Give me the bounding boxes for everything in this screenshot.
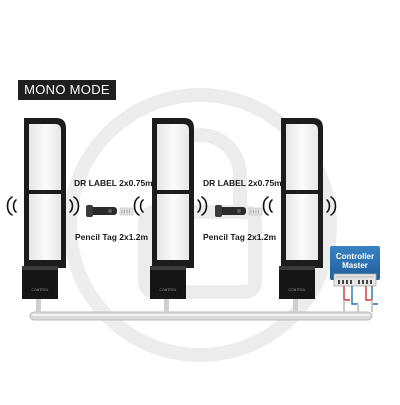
pencil-tag-text-2: Pencil Tag 2x1.2m xyxy=(203,232,277,242)
pedestal-badge-2: CONTROL xyxy=(159,288,176,292)
pencil-tag-icon xyxy=(215,205,246,217)
antenna-pedestal-2: CONTROL xyxy=(150,118,194,313)
floor-cable xyxy=(29,311,373,321)
controller-master-box xyxy=(330,246,380,287)
mode-badge: MONO MODE xyxy=(18,80,116,100)
dr-label-tag-icon xyxy=(119,207,134,216)
signal-wave-icon xyxy=(133,196,144,216)
pencil-tag-icon xyxy=(86,205,117,217)
dr-label-text-1: DR LABEL 2x0.75m xyxy=(74,178,153,188)
signal-wave-icon xyxy=(326,196,337,216)
dr-label-text-2: DR LABEL 2x0.75m xyxy=(203,178,282,188)
controller-label-line1: Controller xyxy=(335,252,375,261)
signal-wave-icon xyxy=(262,196,273,216)
pedestal-badge-3: CONTROL xyxy=(288,288,305,292)
signal-wave-icon xyxy=(197,196,208,216)
pedestal-badge-1: CONTROL xyxy=(31,288,48,292)
antenna-pedestal-3: CONTROL xyxy=(279,118,323,313)
signal-wave-icon xyxy=(69,196,80,216)
pencil-tag-text-1: Pencil Tag 2x1.2m xyxy=(75,232,149,242)
signal-wave-icon xyxy=(6,196,17,216)
controller-wiring xyxy=(343,286,378,312)
dr-label-tag-icon xyxy=(248,207,263,216)
watermark-lock-icon xyxy=(63,88,337,362)
antenna-pedestal-1: CONTROL xyxy=(22,118,66,313)
controller-label-line2: Master xyxy=(342,261,368,270)
